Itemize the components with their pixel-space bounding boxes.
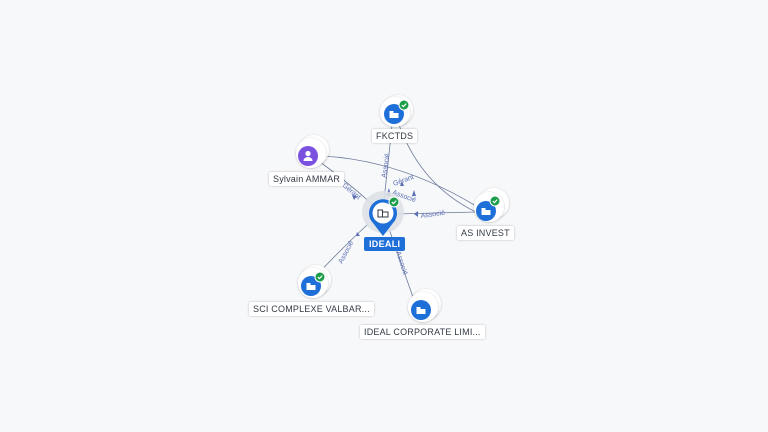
building-icon: [306, 283, 316, 290]
node-fkctds[interactable]: [380, 95, 413, 127]
building-icon: [416, 307, 426, 314]
node-label-sci[interactable]: SCI COMPLEXE VALBAR...: [249, 302, 374, 316]
building-icon: [481, 208, 491, 215]
building-icon: [389, 111, 399, 118]
edge-asinvest: [395, 211, 477, 215]
edge-sylvain-asinvest: [321, 155, 477, 207]
verified-check-icon: [314, 271, 326, 283]
edge-label-sci: Associé: [338, 240, 356, 265]
node-label-sylvain[interactable]: Sylvain AMMAR: [269, 172, 345, 186]
edge-label-ideal: Associé: [394, 250, 408, 276]
node-asinvest[interactable]: [474, 188, 509, 222]
edge-ideal: [387, 225, 415, 301]
verified-check-icon: [489, 195, 501, 207]
building-icon: [377, 209, 389, 218]
verified-check-icon: [388, 196, 400, 208]
center-node-label[interactable]: IDEALI: [364, 237, 406, 251]
node-label-fkctds[interactable]: FKCTDS: [372, 129, 418, 143]
node-ideal[interactable]: [408, 289, 441, 322]
node-sci[interactable]: [298, 265, 331, 298]
edge-label-sylvain: Gérant: [341, 182, 362, 201]
node-label-ideal[interactable]: IDEAL CORPORATE LIMI...: [360, 325, 485, 339]
verified-check-icon: [398, 99, 410, 111]
node-sylvain[interactable]: [296, 135, 329, 168]
node-label-asinvest[interactable]: AS INVEST: [457, 226, 514, 240]
edge-label-asinvest: Associé: [420, 210, 445, 220]
node-center[interactable]: [362, 191, 404, 236]
edge-label-fkctds: Associé: [381, 153, 391, 178]
person-icon: [303, 150, 313, 161]
